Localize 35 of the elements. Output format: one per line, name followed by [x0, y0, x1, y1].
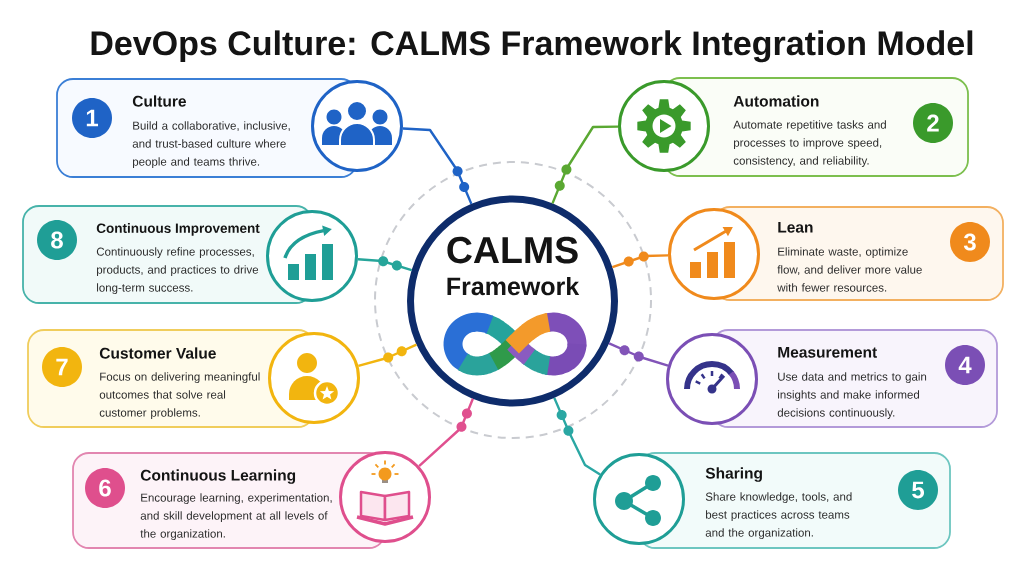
hub-subtitle: Framework: [447, 276, 580, 296]
number-badge: 3: [950, 222, 990, 262]
number-badge: 5: [898, 470, 938, 510]
card-title: Continuous Improvement: [96, 223, 260, 236]
connector: [551, 125, 619, 204]
connector: [608, 342, 669, 367]
card-title: Sharing: [705, 467, 762, 482]
card-title: Culture: [132, 95, 186, 107]
number-badge: 4: [945, 345, 985, 385]
connector: [358, 343, 417, 367]
number-badge: 8: [37, 220, 77, 260]
card-text: Continuously refine processes, products, and practices to drive long-term success.: [96, 247, 259, 294]
card-text: Use data and metrics to gain insights and make informed decisions continuously.: [777, 372, 927, 419]
card-text: Automate repetitive tasks and processes to improve speed, consistency, and reliability.: [733, 120, 886, 167]
card-text: Focus on delivering meaningful outcomes that solve real customer problems.: [99, 372, 260, 419]
number-badge: 7: [42, 347, 82, 387]
title: DevOps Culture: CALMS Framework Integration Model: [91, 30, 973, 63]
number-badge: 1: [72, 98, 112, 138]
card-title: Measurement: [778, 346, 877, 358]
card-title: Automation: [733, 95, 819, 107]
card-title: Continuous Learning: [140, 469, 296, 484]
card-text: Share knowledge, tools, and best practices across teams and the organization.: [705, 492, 852, 539]
hub-title: CALMS: [447, 236, 578, 264]
number-badge: 2: [913, 103, 953, 143]
card-text: Build a collaborative, inclusive, and trust-based culture where people and teams thrive.: [132, 121, 290, 168]
connector: [553, 397, 601, 476]
connector: [612, 251, 669, 269]
card-title: Lean: [778, 221, 813, 233]
connector: [357, 256, 412, 272]
card-text: Eliminate waste, optimize flow, and deliver more value with fewer resources.: [777, 247, 922, 292]
card-title: Customer Value: [99, 347, 216, 359]
card-text: Encourage learning, experimentation, and skill development at all levels of the organization.: [140, 493, 332, 540]
connector: [402, 127, 473, 205]
connector: [418, 398, 474, 467]
number-badge: 6: [85, 468, 125, 508]
